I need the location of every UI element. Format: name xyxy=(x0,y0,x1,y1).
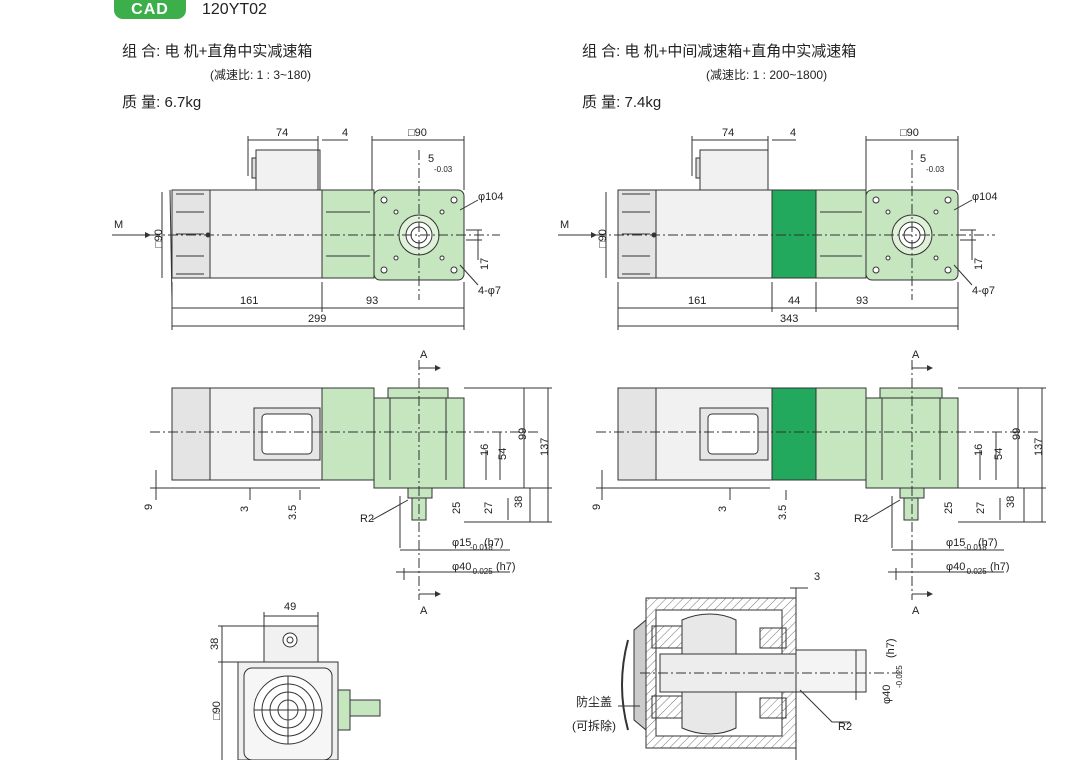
svg-text:□90: □90 xyxy=(900,127,919,139)
svg-text:A: A xyxy=(912,605,920,617)
svg-text:5: 5 xyxy=(920,153,926,165)
left-mass: 质 量: 6.7kg xyxy=(122,94,202,111)
svg-text:38: 38 xyxy=(513,496,525,508)
svg-text:A: A xyxy=(420,605,428,617)
svg-text:16: 16 xyxy=(479,444,491,456)
svg-text:38: 38 xyxy=(1005,496,1017,508)
front-view-dims: 49 38 □90 xyxy=(209,601,296,720)
svg-text:5: 5 xyxy=(428,153,434,165)
svg-text:□90: □90 xyxy=(153,229,165,248)
svg-text:-0.03: -0.03 xyxy=(926,165,945,174)
model-number: 120YT02 xyxy=(202,1,267,18)
svg-text:74: 74 xyxy=(722,127,734,139)
svg-text:A: A xyxy=(912,349,920,361)
svg-text:(h7): (h7) xyxy=(496,561,516,573)
front-view xyxy=(218,612,381,760)
right-top-view xyxy=(558,136,995,330)
svg-text:137: 137 xyxy=(539,438,551,456)
right-mass: 质 量: 7.4kg xyxy=(582,94,662,111)
svg-text:φ104: φ104 xyxy=(478,191,504,203)
svg-text:R2: R2 xyxy=(854,513,868,525)
left-top-view xyxy=(112,136,500,330)
svg-text:-0.018: -0.018 xyxy=(470,543,493,552)
svg-text:38: 38 xyxy=(209,638,221,650)
svg-text:93: 93 xyxy=(856,295,868,307)
right-top-dims: 74 4 □90 5 -0.03 φ104 M □90 17 4-φ7 161 … xyxy=(560,127,998,325)
svg-text:R2: R2 xyxy=(360,513,374,525)
svg-text:343: 343 xyxy=(780,313,798,325)
svg-text:φ40: φ40 xyxy=(452,561,471,573)
right-side-dims: A A 16 54 99 137 9 3 3.5 R2 25 27 38 φ15… xyxy=(591,349,1045,617)
svg-text:(h7): (h7) xyxy=(484,537,504,549)
svg-text:49: 49 xyxy=(284,601,296,613)
section-view xyxy=(618,587,900,760)
svg-text:(可拆除): (可拆除) xyxy=(572,718,616,733)
svg-text:-0.025: -0.025 xyxy=(964,567,987,576)
svg-text:54: 54 xyxy=(993,448,1005,460)
svg-text:9: 9 xyxy=(591,504,603,510)
section-view-dims: 3 φ40 -0.025 (h7) R2 防尘盖 (可拆除) xyxy=(572,571,904,733)
left-ratio: (减速比: 1 : 3~180) xyxy=(210,68,312,82)
svg-text:□90: □90 xyxy=(408,127,427,139)
svg-text:(h7): (h7) xyxy=(990,561,1010,573)
svg-text:φ104: φ104 xyxy=(972,191,998,203)
svg-text:25: 25 xyxy=(943,502,955,514)
svg-text:防尘盖: 防尘盖 xyxy=(576,694,612,709)
svg-text:(h7): (h7) xyxy=(885,638,897,658)
left-top-dims: 74 4 □90 5 -0.03 φ104 M □90 17 4-φ7 161 … xyxy=(114,127,504,325)
svg-text:4: 4 xyxy=(342,127,348,139)
svg-text:161: 161 xyxy=(688,295,706,307)
svg-text:27: 27 xyxy=(483,502,495,514)
svg-text:□90: □90 xyxy=(211,701,223,720)
svg-text:-0.025: -0.025 xyxy=(470,567,493,576)
svg-text:M: M xyxy=(560,219,569,231)
left-side-dims: A A 16 54 99 137 9 3 3.5 R2 25 27 38 φ15… xyxy=(143,349,551,617)
svg-text:17: 17 xyxy=(479,258,491,270)
svg-text:(h7): (h7) xyxy=(978,537,998,549)
svg-text:3: 3 xyxy=(717,506,729,512)
svg-text:φ40: φ40 xyxy=(946,561,965,573)
svg-text:R2: R2 xyxy=(838,721,852,733)
svg-text:4-φ7: 4-φ7 xyxy=(972,285,995,297)
svg-text:74: 74 xyxy=(276,127,288,139)
svg-text:93: 93 xyxy=(366,295,378,307)
right-combination: 组 合: 电 机+中间减速箱+直角中实减速箱 xyxy=(582,43,857,60)
svg-text:54: 54 xyxy=(497,448,509,460)
svg-text:99: 99 xyxy=(517,428,529,440)
svg-text:φ15: φ15 xyxy=(946,537,965,549)
svg-text:M: M xyxy=(114,219,123,231)
right-ratio: (减速比: 1 : 200~1800) xyxy=(706,68,828,82)
svg-text:3.5: 3.5 xyxy=(777,505,789,520)
svg-text:-0.03: -0.03 xyxy=(434,165,453,174)
svg-text:27: 27 xyxy=(975,502,987,514)
left-side-view xyxy=(150,360,552,600)
svg-text:17: 17 xyxy=(973,258,985,270)
svg-text:9: 9 xyxy=(143,504,155,510)
cad-badge: CAD xyxy=(114,0,186,19)
svg-text:-0.018: -0.018 xyxy=(964,543,987,552)
svg-text:4-φ7: 4-φ7 xyxy=(478,285,501,297)
svg-text:25: 25 xyxy=(451,502,463,514)
svg-text:-0.025: -0.025 xyxy=(895,665,904,688)
svg-text:3: 3 xyxy=(814,571,820,583)
svg-text:4: 4 xyxy=(790,127,796,139)
svg-text:99: 99 xyxy=(1011,428,1023,440)
svg-text:□90: □90 xyxy=(597,229,609,248)
svg-text:3.5: 3.5 xyxy=(287,505,299,520)
svg-text:φ40: φ40 xyxy=(881,685,893,704)
right-side-view xyxy=(596,360,1046,600)
svg-text:A: A xyxy=(420,349,428,361)
svg-text:161: 161 xyxy=(240,295,258,307)
svg-text:44: 44 xyxy=(788,295,800,307)
left-combination: 组 合: 电 机+直角中实减速箱 xyxy=(122,43,313,60)
svg-text:3: 3 xyxy=(239,506,251,512)
svg-text:φ15: φ15 xyxy=(452,537,471,549)
svg-text:299: 299 xyxy=(308,313,326,325)
svg-text:137: 137 xyxy=(1033,438,1045,456)
svg-text:16: 16 xyxy=(973,444,985,456)
